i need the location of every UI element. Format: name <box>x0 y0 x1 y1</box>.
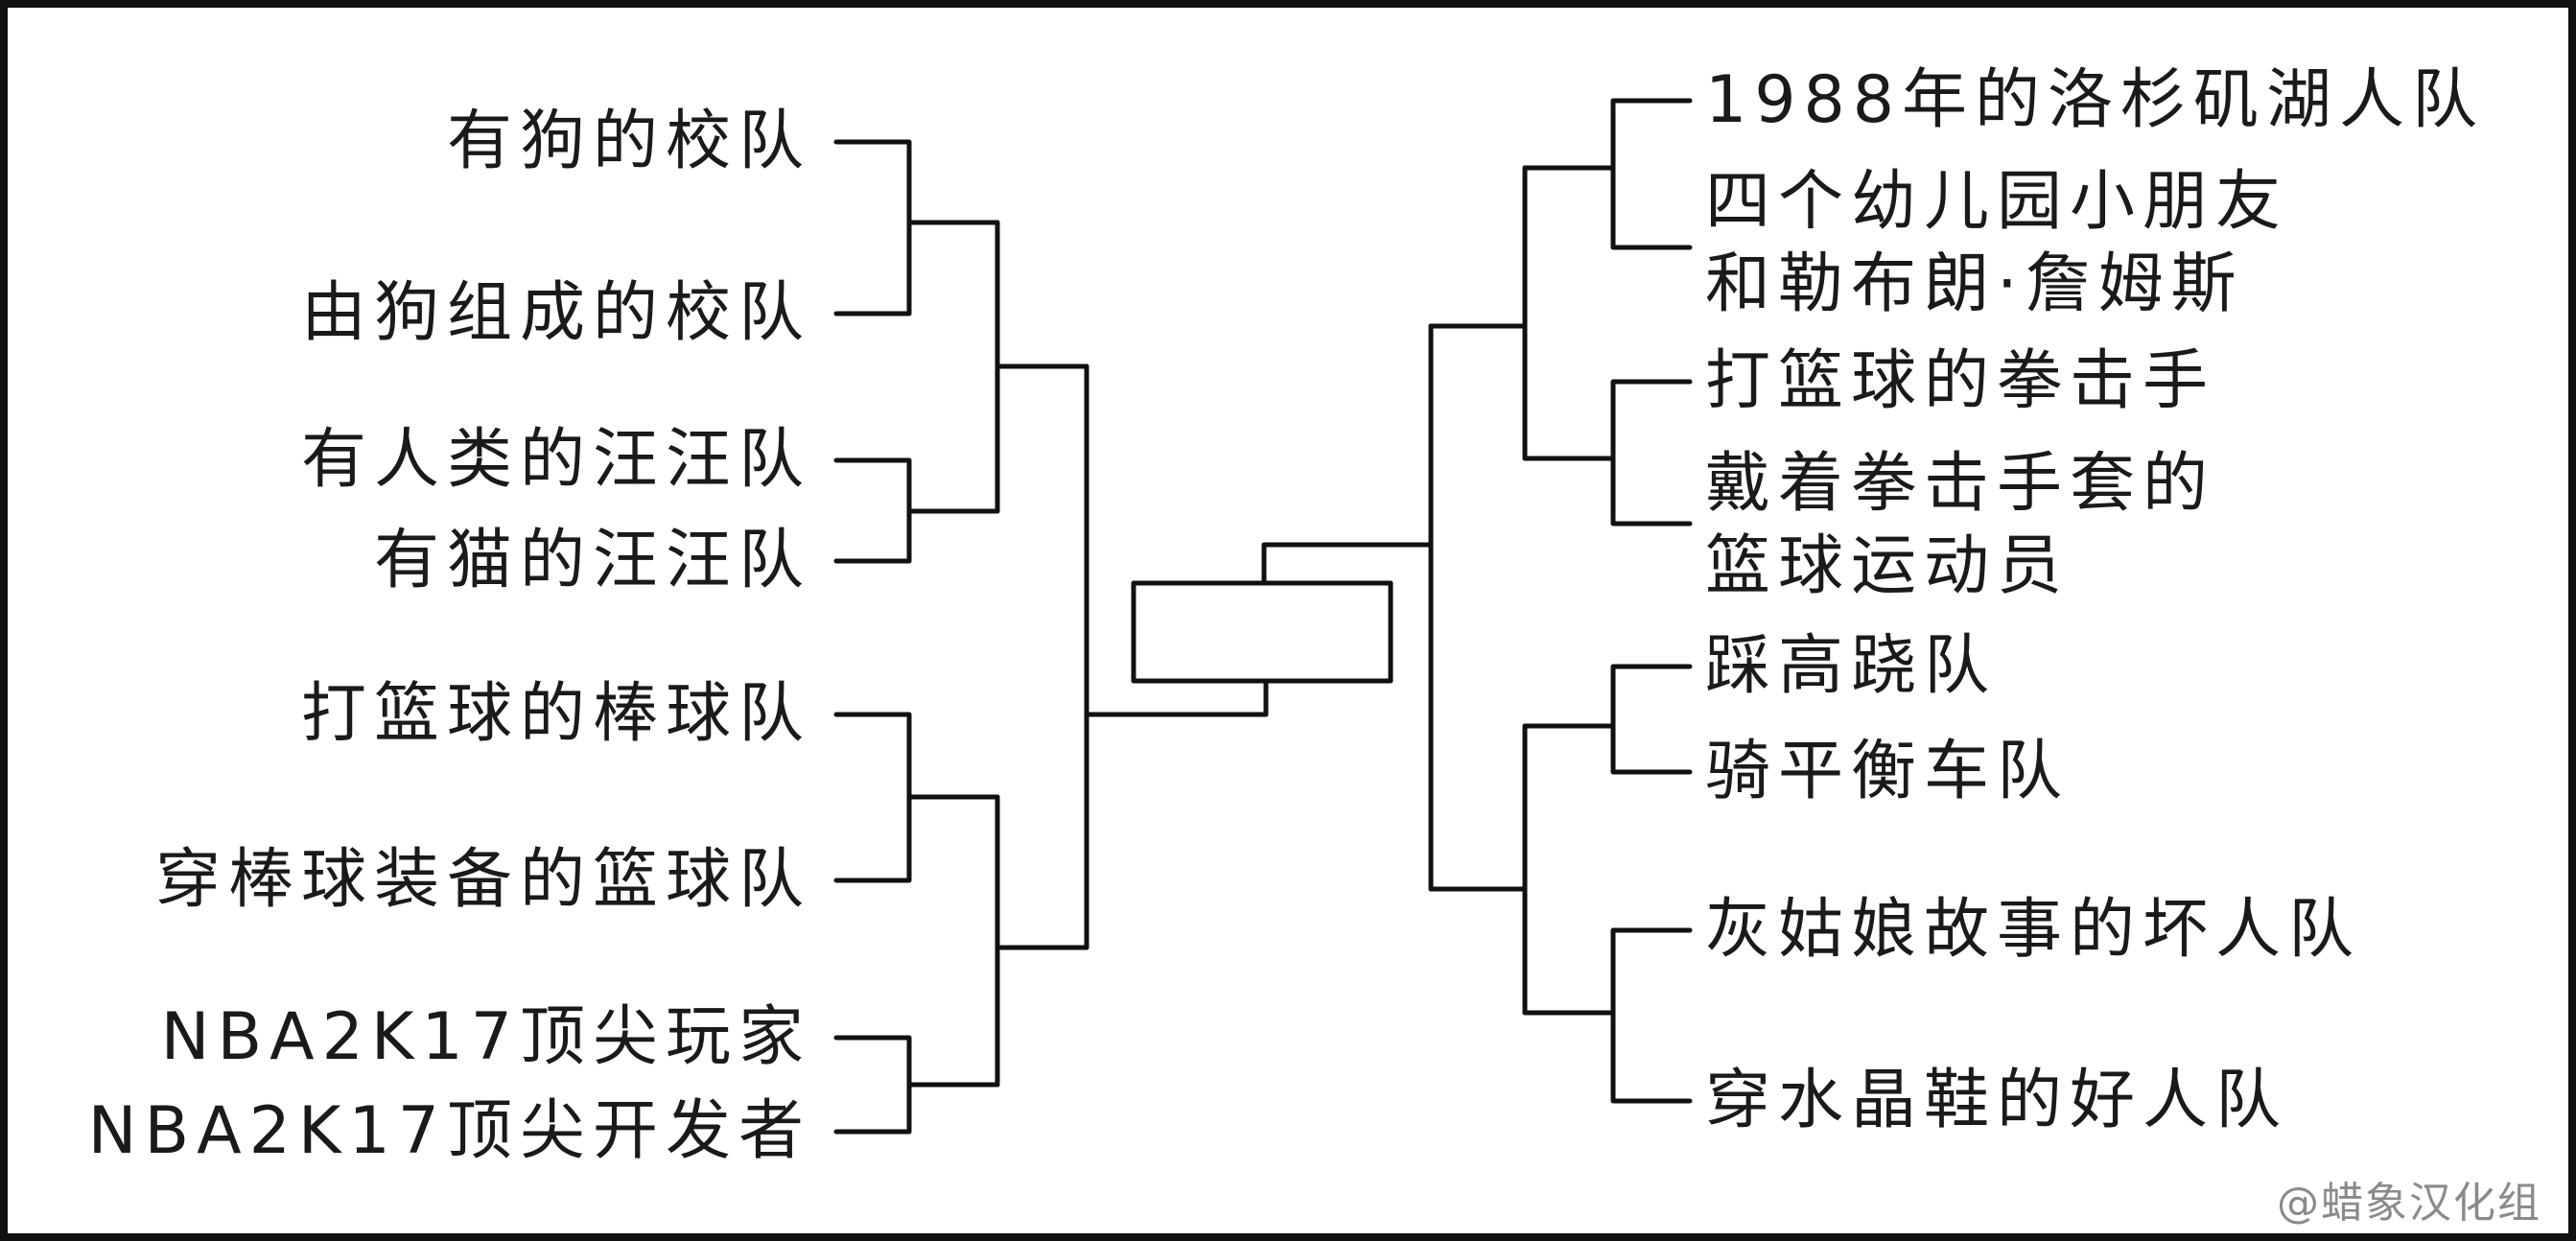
right-final-link <box>1261 542 1434 586</box>
left-team-8: NBA2K17顶尖开发者 <box>87 1093 811 1169</box>
right-r1-match-3 <box>1610 664 1693 775</box>
left-r1-match-4 <box>833 1035 912 1135</box>
left-final-link <box>1084 680 1269 717</box>
right-r1-match-1 <box>1610 98 1693 250</box>
left-team-2: 由狗组成的校队 <box>300 275 811 351</box>
right-team-3: 打篮球的拳击手 <box>1705 343 2216 419</box>
left-team-5: 打篮球的棒球队 <box>300 676 811 752</box>
left-r1-match-1 <box>833 139 912 316</box>
right-team-6: 骑平衡车队 <box>1705 734 2071 809</box>
right-team-2: 四个幼儿园小朋友 和勒布朗·詹姆斯 <box>1705 164 2289 322</box>
left-r1-match-3 <box>833 712 912 883</box>
right-team-1: 1988年的洛杉矶湖人队 <box>1705 62 2486 138</box>
left-team-4: 有猫的汪汪队 <box>373 523 811 598</box>
left-team-1: 有狗的校队 <box>446 104 811 179</box>
left-team-7: NBA2K17顶尖玩家 <box>160 999 811 1075</box>
right-team-7: 灰姑娘故事的坏人队 <box>1705 892 2362 968</box>
right-team-8: 穿水晶鞋的好人队 <box>1705 1063 2289 1138</box>
left-team-3: 有人类的汪汪队 <box>300 422 811 498</box>
right-r1-match-4 <box>1610 927 1693 1104</box>
right-team-5: 踩高跷队 <box>1705 628 1998 704</box>
left-team-6: 穿棒球装备的篮球队 <box>154 842 811 918</box>
left-r1-match-2 <box>833 457 912 564</box>
translator-credit: @蜡象汉化组 <box>2277 1179 2541 1228</box>
right-r1-match-2 <box>1610 379 1693 527</box>
champion-box <box>1131 580 1393 684</box>
right-team-4: 戴着拳击手套的 篮球运动员 <box>1705 446 2216 604</box>
champion-label <box>1134 583 1391 681</box>
